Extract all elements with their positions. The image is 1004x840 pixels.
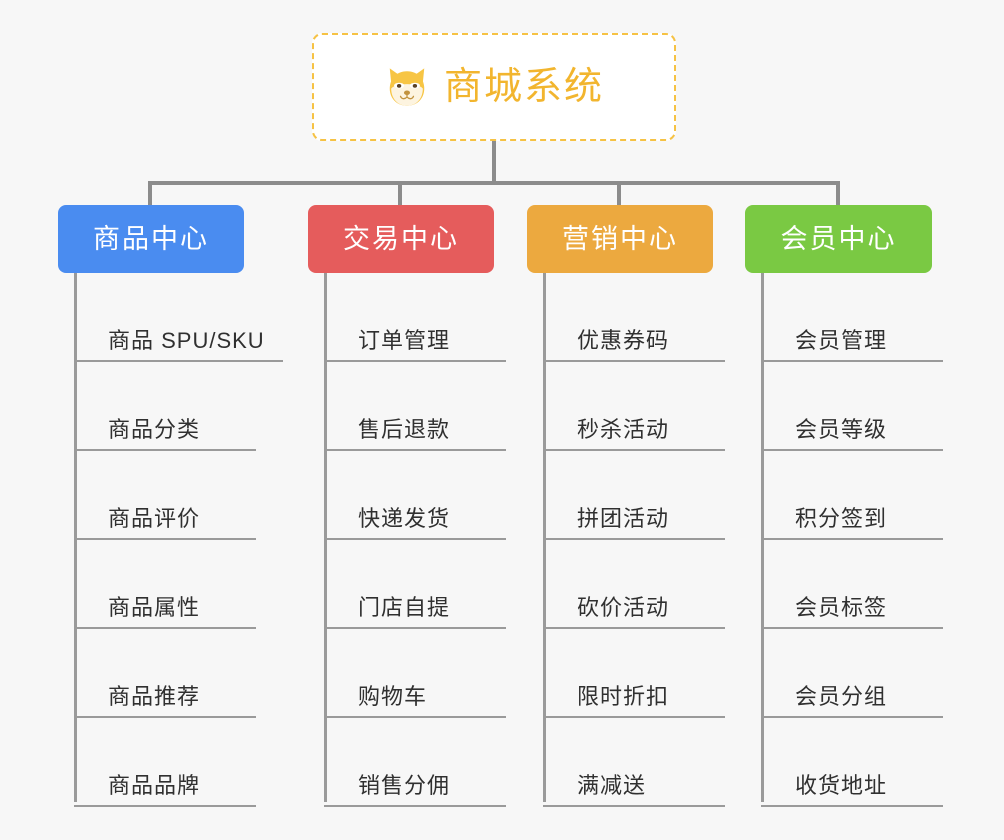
leaf-item[interactable]: 会员分组 [761,629,943,718]
leaf-item[interactable]: 商品属性 [74,540,283,629]
leaf-item[interactable]: 会员管理 [761,273,943,362]
connector-drop-3 [617,181,621,207]
leaf-item-label: 积分签到 [795,505,888,531]
leaf-item-inner: 积分签到 [761,505,943,540]
leaf-item[interactable]: 购物车 [324,629,506,718]
leaf-item-label: 商品 SPU/SKU [108,327,265,353]
column-trunk-4 [761,273,764,802]
leaf-item-label: 秒杀活动 [577,416,670,442]
leaf-item-inner: 拼团活动 [543,505,725,540]
leaf-item-label: 砍价活动 [577,594,670,620]
column-trunk-2 [324,273,327,802]
leaf-item-label: 收货地址 [795,772,888,798]
column-trunk-3 [543,273,546,802]
leaf-item-label: 商品分类 [108,416,201,442]
leaf-item-inner: 会员分组 [761,683,943,718]
leaf-item-inner: 会员管理 [761,327,943,362]
leaf-item-inner: 商品 SPU/SKU [74,327,283,362]
category-header-label: 会员中心 [780,223,897,254]
category-header-label: 商品中心 [93,223,209,254]
root-node[interactable]: 商城系统 [312,33,676,141]
leaf-item-label: 售后退款 [358,416,451,442]
leaf-item-inner: 快递发货 [324,505,506,540]
leaf-item[interactable]: 售后退款 [324,362,506,451]
leaf-item[interactable]: 会员标签 [761,540,943,629]
column-trunk-1 [74,273,77,802]
leaf-item[interactable]: 销售分佣 [324,718,506,807]
leaf-list-1: 商品 SPU/SKU 商品分类 商品评价 商品属性 商品推荐 商品品牌 [74,273,283,807]
connector-drop-1 [148,181,152,207]
leaf-item[interactable]: 砍价活动 [543,540,725,629]
leaf-item-inner: 砍价活动 [543,594,725,629]
category-header-label: 交易中心 [343,223,459,254]
leaf-item-label: 商品推荐 [108,683,201,709]
leaf-item[interactable]: 限时折扣 [543,629,725,718]
leaf-item-label: 商品评价 [108,505,201,531]
leaf-item-label: 满减送 [577,772,647,798]
leaf-item-label: 商品属性 [108,594,201,620]
leaf-item-inner: 商品分类 [74,416,256,451]
leaf-item-inner: 秒杀活动 [543,416,725,451]
leaf-item[interactable]: 秒杀活动 [543,362,725,451]
leaf-item[interactable]: 优惠券码 [543,273,725,362]
leaf-item-label: 门店自提 [358,594,451,620]
leaf-item[interactable]: 积分签到 [761,451,943,540]
category-header-2[interactable]: 交易中心 [308,205,494,273]
root-title: 商城系统 [443,66,604,108]
leaf-item-inner: 会员标签 [761,594,943,629]
leaf-item-inner: 满减送 [543,772,725,807]
shiba-dog-face-icon [389,68,425,106]
leaf-item[interactable]: 商品评价 [74,451,283,540]
leaf-list-4: 会员管理 会员等级 积分签到 会员标签 会员分组 收货地址 [761,273,943,807]
leaf-item-label: 限时折扣 [577,683,670,709]
leaf-item-inner: 收货地址 [761,772,943,807]
leaf-item[interactable]: 满减送 [543,718,725,807]
leaf-item[interactable]: 收货地址 [761,718,943,807]
leaf-item[interactable]: 商品 SPU/SKU [74,273,283,362]
leaf-item[interactable]: 商品分类 [74,362,283,451]
leaf-item-inner: 商品推荐 [74,683,256,718]
leaf-item-inner: 商品评价 [74,505,256,540]
category-header-3[interactable]: 营销中心 [527,205,713,273]
leaf-item-label: 订单管理 [358,327,451,353]
leaf-item-inner: 销售分佣 [324,772,506,807]
category-header-1[interactable]: 商品中心 [58,205,244,273]
leaf-item[interactable]: 订单管理 [324,273,506,362]
connector-drop-4 [836,181,840,207]
leaf-item-label: 会员标签 [795,594,888,620]
leaf-item-label: 会员等级 [795,416,888,442]
leaf-item-label: 销售分佣 [358,772,451,798]
connector-horizontal-bar [150,181,838,185]
leaf-item-inner: 限时折扣 [543,683,725,718]
category-header-4[interactable]: 会员中心 [745,205,932,273]
leaf-item-label: 会员管理 [795,327,888,353]
leaf-item-inner: 订单管理 [324,327,506,362]
leaf-item-label: 快递发货 [358,505,451,531]
leaf-item[interactable]: 会员等级 [761,362,943,451]
leaf-item-label: 优惠券码 [577,327,670,353]
leaf-item-inner: 门店自提 [324,594,506,629]
connector-drop-2 [398,181,402,207]
leaf-item-label: 拼团活动 [577,505,670,531]
leaf-item[interactable]: 拼团活动 [543,451,725,540]
leaf-item-inner: 会员等级 [761,416,943,451]
category-header-label: 营销中心 [562,223,678,254]
leaf-item[interactable]: 门店自提 [324,540,506,629]
leaf-item[interactable]: 快递发货 [324,451,506,540]
leaf-list-2: 订单管理 售后退款 快递发货 门店自提 购物车 销售分佣 [324,273,506,807]
leaf-item[interactable]: 商品品牌 [74,718,283,807]
leaf-list-3: 优惠券码 秒杀活动 拼团活动 砍价活动 限时折扣 满减送 [543,273,725,807]
leaf-item-label: 会员分组 [795,683,888,709]
leaf-item-inner: 商品属性 [74,594,256,629]
leaf-item-inner: 购物车 [324,683,506,718]
connector-root-stem [492,141,496,185]
leaf-item-inner: 售后退款 [324,416,506,451]
leaf-item-label: 购物车 [358,683,428,709]
leaf-item-label: 商品品牌 [108,772,201,798]
leaf-item-inner: 优惠券码 [543,327,725,362]
leaf-item[interactable]: 商品推荐 [74,629,283,718]
leaf-item-inner: 商品品牌 [74,772,256,807]
